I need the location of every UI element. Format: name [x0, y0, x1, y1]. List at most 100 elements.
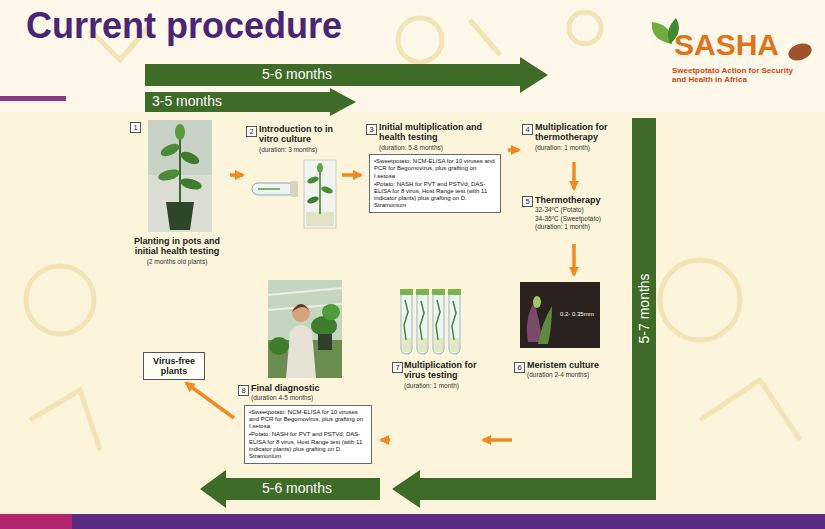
test-tubes-photo [448, 289, 461, 295]
duration-arrow [145, 88, 356, 116]
test-tubes-photo [433, 292, 444, 354]
step-number: 8 [238, 385, 249, 396]
step-note: (duration: 1 month) [404, 382, 480, 389]
step-number: 1 [130, 122, 141, 133]
test-box: •Sweetpotato: NCM-ELISA for 10 viruses a… [244, 405, 372, 464]
potted-plant-photo [157, 167, 181, 182]
duration-arrow [145, 57, 548, 93]
step-note: (duration: 1 month) [535, 144, 625, 151]
step-note: (2 months old plants) [126, 258, 228, 265]
flow-arrow [342, 173, 361, 177]
in-vitro-photo [320, 185, 333, 195]
in-vitro-photo [306, 212, 334, 226]
step-title: Multiplication for thermotherapy [535, 122, 625, 143]
in-vitro-photo [304, 160, 336, 228]
duration-arrow [145, 57, 656, 508]
test-tubes-photo [400, 289, 413, 295]
watermark-pattern [470, 20, 500, 55]
test-tubes-photo [436, 300, 440, 340]
step-number: 3 [366, 124, 377, 135]
step-title: Meristem culture [527, 360, 627, 370]
step-title: Introduction to in vitro culture [259, 124, 339, 145]
step-note: (duration: 5-8 months) [379, 144, 504, 151]
step-note: (duration: 3 months) [259, 146, 339, 153]
step-number: 6 [514, 362, 525, 373]
flow-arrow [572, 162, 576, 189]
step-number: 5 [522, 196, 533, 207]
logo-text: SASHA [674, 28, 784, 63]
in-vitro-photo [252, 160, 336, 228]
potted-plant-photo [166, 202, 194, 230]
potted-plant-photo [179, 149, 201, 167]
potted-plant-photo [148, 120, 212, 232]
step-number: 7 [392, 362, 403, 373]
result-box: Virus-free plants [143, 352, 205, 380]
process-step: 6Meristem culture(duration 2-4 months) [514, 278, 628, 452]
greenhouse-photo [286, 325, 316, 378]
watermark-pattern [700, 380, 800, 440]
process-step: 3Initial multiplication and health testi… [364, 118, 506, 236]
accent-bar [0, 96, 66, 101]
test-list: •Sweetpotato: NCM-ELISA for 10 viruses a… [249, 409, 369, 431]
test-tubes-photo [400, 289, 461, 354]
step-title: Multiplication for virus testing [404, 360, 480, 381]
test-tubes-photo [450, 338, 459, 352]
test-tubes-photo [432, 289, 445, 295]
step-title: Thermotherapy [535, 195, 625, 205]
in-vitro-photo [319, 168, 321, 214]
duration-arrow [200, 470, 380, 508]
watermark-pattern [30, 390, 100, 450]
test-list: •Potato: NASH for PVT and PSTVd; DAS-ELI… [249, 431, 369, 460]
in-vitro-photo [306, 195, 319, 205]
test-tubes-photo [449, 292, 460, 354]
flow-arrow [572, 244, 576, 275]
process-step: 4Multiplication for thermotherapy(durati… [522, 118, 626, 160]
meristem-photo [520, 282, 600, 348]
step-note: 34-36ºC (Sweetpotato) [535, 215, 625, 222]
test-box: •Sweetpotato: NCM-ELISA for 10 viruses a… [369, 154, 501, 213]
greenhouse-photo [269, 337, 289, 355]
meristem-photo [533, 296, 541, 308]
greenhouse-photo [322, 304, 340, 320]
test-tubes-photo [418, 338, 427, 352]
greenhouse-photo [268, 280, 342, 378]
test-tubes-photo [416, 289, 429, 354]
step-note: (duration 4-5 months) [251, 394, 371, 401]
in-vitro-photo [306, 175, 319, 185]
potted-plant-photo [175, 124, 185, 140]
step-note: (duration: 1 month) [535, 223, 625, 230]
in-vitro-photo [317, 163, 323, 173]
slide-title: Current procedure [26, 4, 342, 47]
test-tubes-photo [401, 292, 412, 354]
step-title: Planting in pots and initial health test… [126, 236, 228, 257]
process-step: 1Planting in pots and initial health tes… [126, 118, 228, 278]
sasha-logo-art [652, 18, 814, 64]
test-list: •Sweetpotato: NCM-ELISA for 10 viruses a… [374, 158, 498, 180]
flow-arrow [508, 148, 519, 152]
step-note: 32-34ºC (Potato) [535, 206, 625, 213]
process-step: 7Multiplication for virus testing(durati… [392, 290, 480, 452]
flow-arrow [483, 438, 512, 442]
duration-label: 3-5 months [152, 93, 252, 110]
flow-arrow [230, 173, 243, 177]
greenhouse-photo [318, 334, 332, 350]
test-tubes-photo [404, 300, 408, 340]
step-number: 4 [522, 124, 533, 135]
result-text: Virus-free plants [146, 356, 202, 377]
watermark-pattern [26, 12, 800, 450]
duration-label: 5-7 months [636, 268, 653, 348]
sasha-logo-art [786, 40, 814, 63]
in-vitro-photo [258, 188, 280, 190]
flow-arrow [381, 438, 390, 442]
logo-subtitle: Sweetpotato Action for Security and Heal… [672, 66, 800, 84]
potted-plant-photo [179, 130, 181, 202]
footer-bar [0, 514, 825, 529]
header-ground [0, 0, 825, 112]
step-note: (duration 2-4 months) [527, 371, 627, 378]
test-tubes-photo [434, 338, 443, 352]
watermark-pattern [26, 266, 94, 334]
scale-label: 0.2- 0.35mm [560, 311, 600, 318]
test-tubes-photo [432, 289, 445, 354]
step-title: Final diagnostic [251, 383, 371, 393]
